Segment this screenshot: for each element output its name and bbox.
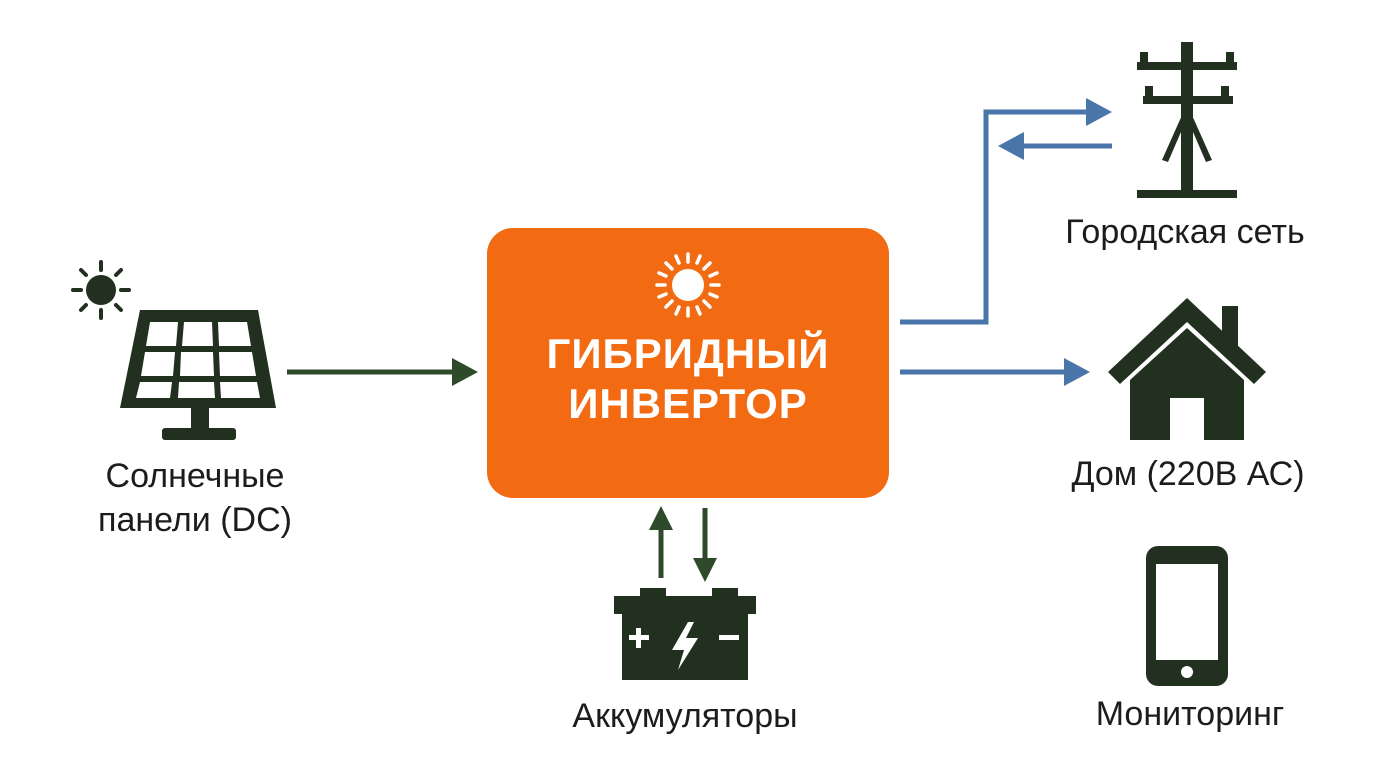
solar-label-line1: Солнечные xyxy=(105,457,285,495)
smartphone-icon xyxy=(1146,546,1228,686)
battery-charge-arrows xyxy=(649,506,717,582)
inverter-title-line2: ИНВЕРТОР xyxy=(568,380,808,427)
house-icon xyxy=(1108,298,1266,440)
solar-panel-icon xyxy=(120,310,276,440)
home-label: Дом (220В АС) xyxy=(1071,455,1305,493)
solar-label-line2: панели (DC) xyxy=(98,501,292,539)
grid-import-arrow xyxy=(998,132,1112,160)
sun-icon xyxy=(655,252,721,318)
monitoring-label: Мониторинг xyxy=(1095,695,1285,733)
power-pole-icon xyxy=(1137,42,1237,198)
hybrid-inverter-box: ГИБРИДНЫЙ ИНВЕРТОР xyxy=(487,228,889,498)
grid-export-arrow xyxy=(900,98,1112,325)
battery-label: Аккумуляторы xyxy=(572,697,798,735)
inverter-title-line1: ГИБРИДНЫЙ xyxy=(546,330,830,377)
home-supply-arrow xyxy=(900,358,1090,386)
small-sun-icon xyxy=(71,260,131,320)
battery-icon xyxy=(614,588,756,680)
grid-label: Городская сеть xyxy=(1065,213,1305,251)
